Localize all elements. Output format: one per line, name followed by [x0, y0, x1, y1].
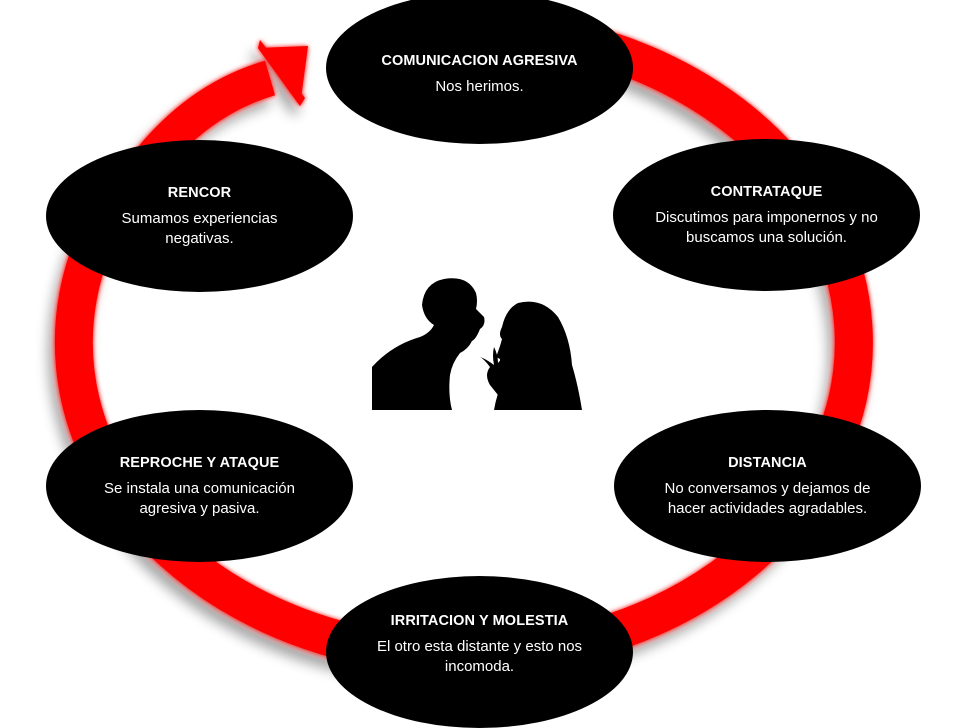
cycle-node-comunicacion-agresiva: COMUNICACION AGRESIVA Nos herimos.	[326, 0, 633, 144]
node-description: No conversamos y dejamos de hacer activi…	[664, 479, 871, 517]
node-description: Se instala una comunicación agresiva y p…	[104, 479, 295, 517]
arguing-couple-silhouette-icon	[372, 278, 582, 410]
node-description: Sumamos experiencias negativas.	[121, 209, 278, 247]
node-title: IRRITACION Y MOLESTIA	[390, 612, 569, 629]
node-title: DISTANCIA	[728, 454, 807, 471]
cycle-node-irritacion-y-molestia: IRRITACION Y MOLESTIA El otro esta dista…	[326, 576, 633, 728]
node-title: COMUNICACION AGRESIVA	[381, 52, 578, 69]
cycle-node-contrataque: CONTRATAQUE Discutimos para imponernos y…	[613, 139, 920, 291]
node-title: RENCOR	[167, 184, 232, 201]
node-title: REPROCHE Y ATAQUE	[119, 454, 280, 471]
cycle-node-reproche-y-ataque: REPROCHE Y ATAQUE Se instala una comunic…	[46, 410, 353, 562]
node-description: El otro esta distante y esto nos incomod…	[376, 637, 583, 675]
node-description: Discutimos para imponernos y no buscamos…	[655, 208, 878, 246]
node-description: Nos herimos.	[435, 77, 524, 95]
node-title: CONTRATAQUE	[710, 183, 823, 200]
cycle-node-rencor: RENCOR Sumamos experiencias negativas.	[46, 140, 353, 292]
cycle-node-distancia: DISTANCIA No conversamos y dejamos de ha…	[614, 410, 921, 562]
